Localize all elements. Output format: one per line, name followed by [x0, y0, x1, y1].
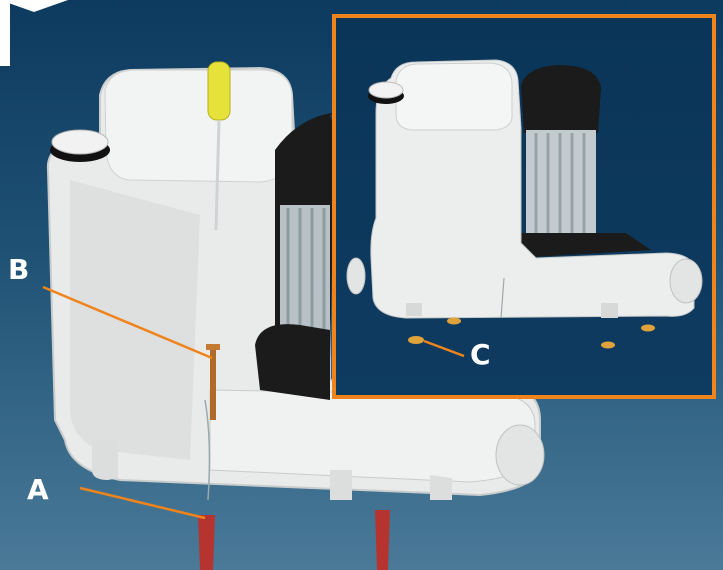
wall-anchor-icon [198, 510, 390, 570]
inset-detail-view [332, 14, 716, 399]
callout-leader-lines [42, 285, 213, 520]
callout-label-a: A [27, 473, 49, 506]
callout-c-leader [423, 339, 465, 358]
screw-icon [206, 344, 220, 420]
inset-motor [504, 65, 651, 258]
callout-label-b: B [8, 253, 30, 286]
screwdriver-icon [207, 61, 231, 231]
callout-label-c: C [470, 338, 491, 371]
inset-pump-illustration [346, 59, 703, 358]
inset-pump-housing [346, 59, 703, 319]
pump-motor [255, 112, 340, 400]
corner-arrow-icon [0, 0, 68, 66]
rubber-foot-icon [408, 317, 655, 349]
